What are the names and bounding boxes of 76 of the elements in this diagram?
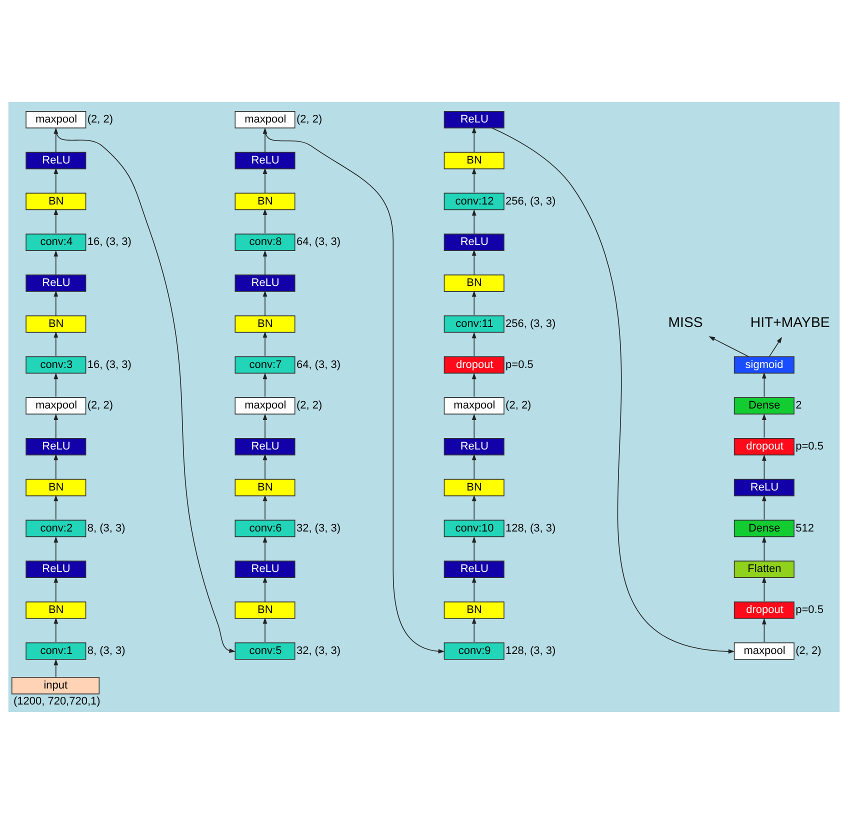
- arrow: [262, 454, 268, 480]
- node-label: 128, (3, 3): [506, 644, 556, 657]
- arrow: [472, 494, 476, 520]
- arrow: [54, 618, 58, 642]
- arrow: [54, 454, 58, 480]
- arrow: [262, 372, 268, 398]
- arrow: [472, 536, 476, 562]
- arrow: [472, 618, 476, 642]
- arrow: [56, 128, 236, 653]
- arrow: [472, 332, 476, 356]
- node-label: 256, (3, 3): [506, 195, 556, 208]
- arrow: [472, 126, 476, 153]
- arrow: [762, 454, 766, 480]
- node-label: 64, (3, 3): [296, 236, 340, 248]
- node-label: 8, (3, 3): [87, 522, 126, 534]
- arrow: [262, 168, 268, 194]
- node-label: 2: [796, 400, 802, 412]
- arrow: [708, 336, 750, 358]
- node-label: 256, (3, 3): [506, 318, 556, 330]
- arrow: [54, 331, 58, 356]
- arrow: [762, 576, 766, 602]
- node-label: 512: [796, 522, 814, 534]
- arrow: [472, 372, 476, 398]
- node-label: 8, (3, 3): [87, 644, 126, 657]
- arrow: [54, 250, 58, 276]
- arrow: [472, 454, 476, 480]
- arrow: [762, 494, 766, 520]
- arrow: [762, 618, 766, 642]
- arrow: [472, 414, 476, 439]
- arrow: [472, 168, 476, 193]
- node-label: 16, (3, 3): [87, 236, 132, 248]
- arrow: [262, 331, 268, 356]
- arrow: [54, 536, 58, 562]
- arrow: [54, 168, 58, 194]
- node-label: 64, (3, 3): [296, 358, 340, 371]
- arrow: [54, 658, 58, 678]
- arrow: [472, 249, 476, 276]
- arrow: [262, 576, 268, 602]
- node-label: p=0.5: [796, 440, 824, 453]
- arrow: [262, 250, 268, 276]
- arrow: [492, 128, 735, 654]
- node-label: (2, 2): [296, 114, 322, 126]
- arrow: [262, 208, 268, 234]
- arrow: [54, 576, 58, 602]
- arrow: [54, 208, 58, 234]
- node-label: (1200, 720,720,1): [13, 695, 100, 708]
- node-text: HIT+MAYBE: [750, 314, 830, 330]
- node-label: p=0.5: [506, 358, 534, 371]
- node-label: 32, (3, 3): [296, 644, 340, 657]
- node-label: 32, (3, 3): [296, 522, 340, 534]
- node-label: (2, 2): [87, 114, 114, 126]
- arrow: [264, 128, 445, 654]
- arrow: [762, 536, 766, 562]
- arrow: [54, 290, 58, 316]
- arrow: [262, 536, 268, 562]
- arrow: [262, 290, 268, 316]
- arrow: [54, 414, 58, 439]
- arrow: [472, 209, 476, 234]
- arrow: [262, 618, 268, 642]
- node-label: 16, (3, 3): [87, 358, 132, 371]
- arrow: [762, 414, 766, 438]
- arrow: [472, 576, 476, 602]
- arrow: [472, 290, 476, 316]
- arrow: [262, 494, 268, 520]
- node-label: (2, 2): [296, 400, 322, 412]
- node-text: MISS: [668, 314, 703, 330]
- node-label: 128, (3, 3): [506, 522, 556, 534]
- arrow: [262, 414, 268, 439]
- arrow: [762, 372, 766, 398]
- arrow: [769, 336, 782, 357]
- arrow: [54, 494, 58, 520]
- node-label: (2, 2): [87, 400, 114, 412]
- arrow: [54, 372, 58, 398]
- node-label: (2, 2): [506, 400, 532, 412]
- node-label: p=0.5: [796, 604, 824, 616]
- node-label: (2, 2): [796, 644, 822, 657]
